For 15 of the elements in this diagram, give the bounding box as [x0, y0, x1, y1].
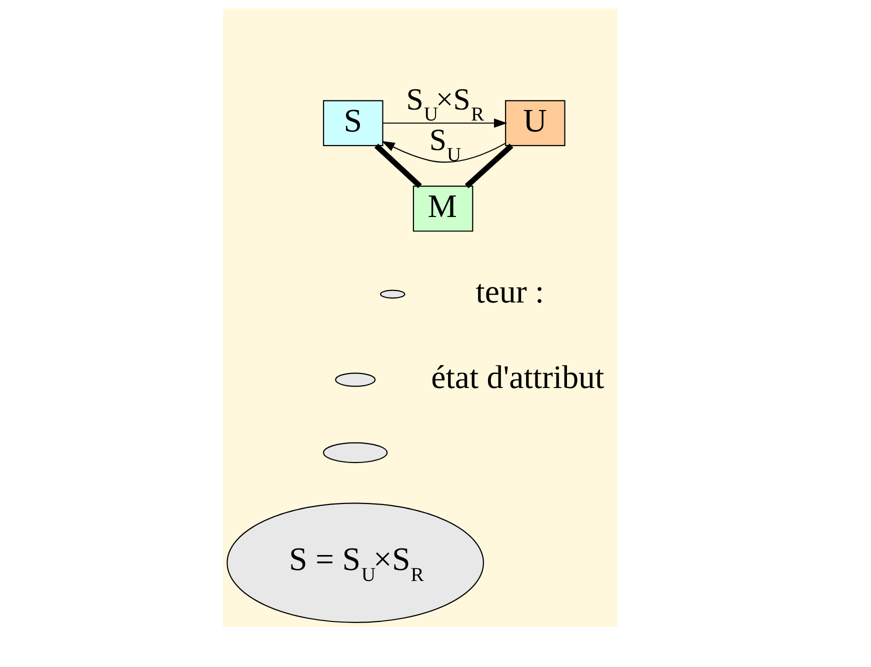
node-box: S — [322, 100, 383, 146]
arrow — [382, 118, 507, 128]
node-ellipse — [334, 372, 376, 387]
connector — [464, 144, 513, 188]
edge-label: S$_{U}$ — [428, 122, 461, 166]
label: teur : — [475, 274, 544, 310]
node-ellipse — [380, 290, 405, 299]
arrow — [381, 140, 505, 163]
node-box: M — [412, 186, 473, 232]
connector — [374, 144, 422, 188]
node-box: U — [504, 100, 565, 146]
label: état d'attribut — [430, 360, 604, 396]
node-ellipse — [322, 442, 388, 464]
edge-label: S$_{U}$×S$_{R}$ — [406, 82, 484, 126]
node-ellipse: S = S$_{U}$×S$_{R}$ — [226, 502, 484, 623]
